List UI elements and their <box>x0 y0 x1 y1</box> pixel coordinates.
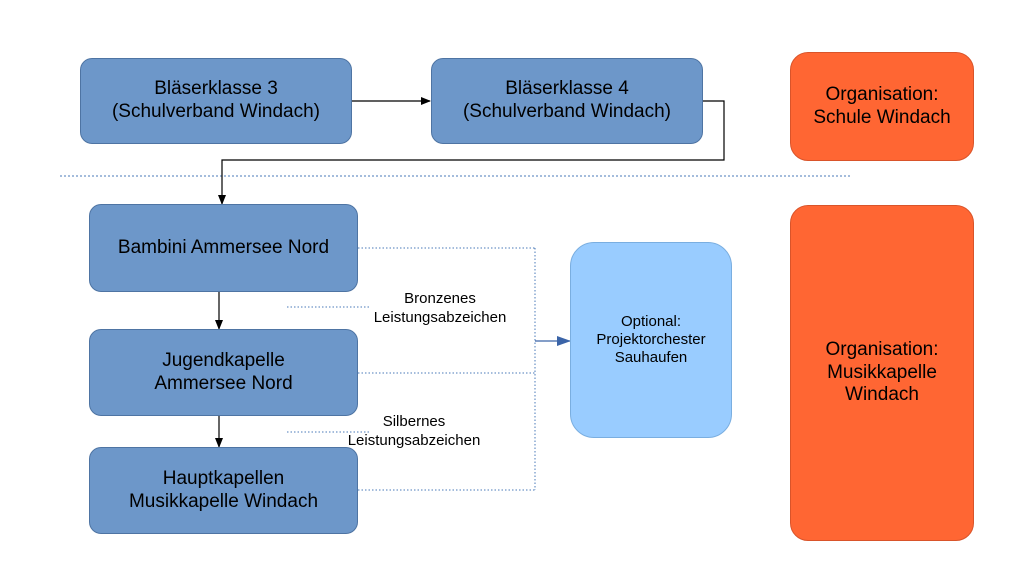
node-line: Organisation: <box>825 338 939 360</box>
node-line: Projektorchester <box>596 331 706 348</box>
label-bronze-leistungsabzeichen: Bronzenes Leistungsabzeichen <box>340 290 540 328</box>
label-line: Leistungsabzeichen <box>347 431 481 449</box>
node-line: Musikkapelle <box>827 361 937 383</box>
node-line: Jugendkapelle <box>162 349 285 371</box>
node-line: Bläserklasse 4 <box>505 78 629 100</box>
arrow-bk4-to-bambini <box>218 100 725 205</box>
label-line: Bronzenes <box>404 290 476 307</box>
node-line: Schule Windach <box>813 106 951 128</box>
node-line: Bambini Ammersee Nord <box>117 236 330 258</box>
label-silver-leistungsabzeichen: Silbernes Leistungsabzeichen <box>314 413 514 451</box>
node-line: (Schulverband Windach) <box>111 101 321 122</box>
node-line: Optional: <box>620 313 682 330</box>
node-line: Organisation: <box>825 83 939 105</box>
node-line: Hauptkapellen <box>162 467 285 489</box>
label-line: Leistungsabzeichen <box>373 308 507 326</box>
label-line: Silbernes <box>382 413 446 430</box>
node-hauptkapellen-musikkapelle-windach: Hauptkapellen Musikkapelle Windach <box>89 447 358 534</box>
node-jugendkapelle-ammersee-nord: Jugendkapelle Ammersee Nord <box>89 329 358 416</box>
node-organisation-musikkapelle: Organisation: Musikkapelle Windach <box>790 205 974 541</box>
node-blaeserklasse-3: Bläserklasse 3 (Schulverband Windach) <box>80 58 352 144</box>
node-line: Sauhaufen <box>614 349 688 366</box>
node-line: (Schulverband Windach) <box>462 101 672 122</box>
node-line: Musikkapelle Windach <box>128 490 319 512</box>
node-blaeserklasse-4: Bläserklasse 4 (Schulverband Windach) <box>431 58 703 144</box>
node-line: Windach <box>845 384 919 406</box>
node-line: Ammersee Nord <box>154 372 293 394</box>
node-bambini-ammersee-nord: Bambini Ammersee Nord <box>89 204 358 292</box>
node-line: Bläserklasse 3 <box>154 78 278 100</box>
node-projektorchester-sauhaufen: Optional: Projektorchester Sauhaufen <box>570 242 732 438</box>
node-organisation-schule: Organisation: Schule Windach <box>790 52 974 161</box>
